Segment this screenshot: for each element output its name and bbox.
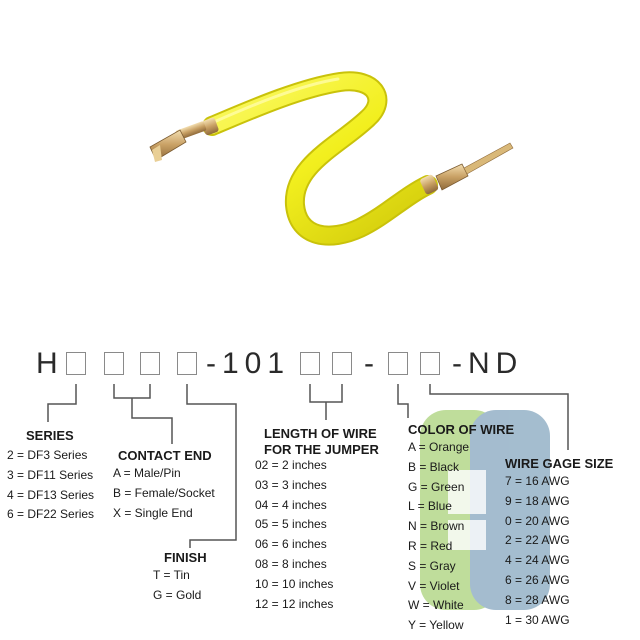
pn-box-contact-end-1[interactable] (104, 352, 124, 375)
gage-item: 9 = 18 AWG (505, 493, 570, 508)
color-item: L = Blue (408, 499, 452, 514)
pn-box-contact-end-2[interactable] (140, 352, 160, 375)
series-item: 2 = DF3 Series (7, 448, 88, 462)
color-heading: COLOR OF WIRE (408, 422, 515, 437)
color-item: N = Brown (408, 519, 465, 534)
contact-end-item: X = Single End (113, 505, 193, 520)
color-item: S = Gray (408, 558, 456, 573)
gage-list: 7 = 16 AWG 9 = 18 AWG 0 = 20 AWG 2 = 22 … (505, 472, 570, 630)
gage-item: 1 = 30 AWG (505, 612, 570, 627)
female-socket-terminal (149, 117, 219, 162)
pn-suffix-nd: -ND (452, 347, 524, 380)
color-item: A = Orange (408, 440, 470, 454)
gage-item: 2 = 22 AWG (505, 533, 570, 548)
pn-dash: - (364, 347, 380, 380)
contact-end-heading: CONTACT END (118, 448, 212, 463)
length-item: 02 = 2 inches (255, 458, 327, 472)
pn-box-gage[interactable] (420, 352, 440, 375)
color-list: A = Orange B = Black G = Green L = Blue … (408, 438, 469, 636)
finish-heading: FINISH (164, 550, 207, 565)
length-item: 04 = 4 inches (255, 497, 327, 512)
color-item: G = Green (408, 479, 465, 494)
color-item: Y = Yellow (408, 618, 464, 633)
pn-box-color[interactable] (388, 352, 408, 375)
male-pin-terminal (420, 142, 514, 195)
series-list: 2 = DF3 Series 3 = DF11 Series 4 = DF13 … (7, 446, 94, 525)
length-item: 05 = 5 inches (255, 517, 327, 532)
contact-end-item: A = Male/Pin (113, 466, 181, 480)
jumper-wire-photo (149, 71, 514, 246)
length-item: 08 = 8 inches (255, 556, 327, 571)
color-item: B = Black (408, 459, 460, 474)
color-item: W = White (408, 598, 464, 613)
gage-item: 0 = 20 AWG (505, 513, 570, 528)
length-item: 06 = 6 inches (255, 537, 327, 552)
finish-item: T = Tin (153, 568, 190, 582)
length-heading-line2: FOR THE JUMPER (264, 442, 379, 457)
gage-heading: WIRE GAGE SIZE (505, 456, 614, 471)
color-item: R = Red (408, 538, 453, 553)
length-item: 12 = 12 inches (255, 596, 334, 611)
pn-segment-101: -101 (206, 347, 291, 380)
pn-box-length-1[interactable] (300, 352, 320, 375)
gage-item: 8 = 28 AWG (505, 592, 570, 607)
color-item: V = Violet (408, 578, 460, 593)
series-item: 6 = DF22 Series (7, 507, 95, 522)
series-heading: SERIES (26, 428, 74, 443)
finish-item: G = Gold (153, 587, 202, 602)
contact-end-list: A = Male/Pin B = Female/Socket X = Singl… (113, 464, 215, 523)
contact-end-item: B = Female/Socket (113, 485, 215, 500)
length-item: 10 = 10 inches (255, 576, 334, 591)
length-heading-line1: LENGTH OF WIRE (264, 426, 377, 441)
finish-list: T = Tin G = Gold (153, 566, 201, 606)
length-item: 03 = 3 inches (255, 477, 327, 492)
series-item: 3 = DF11 Series (7, 467, 94, 482)
series-item: 4 = DF13 Series (7, 487, 95, 502)
gage-item: 6 = 26 AWG (505, 572, 570, 587)
pn-box-length-2[interactable] (332, 352, 352, 375)
pn-box-finish[interactable] (177, 352, 197, 375)
length-list: 02 = 2 inches 03 = 3 inches 04 = 4 inche… (255, 456, 333, 614)
pn-box-series[interactable] (66, 352, 86, 375)
gage-item: 4 = 24 AWG (505, 553, 570, 568)
pn-prefix: H (36, 347, 64, 380)
gage-item: 7 = 16 AWG (505, 474, 570, 488)
